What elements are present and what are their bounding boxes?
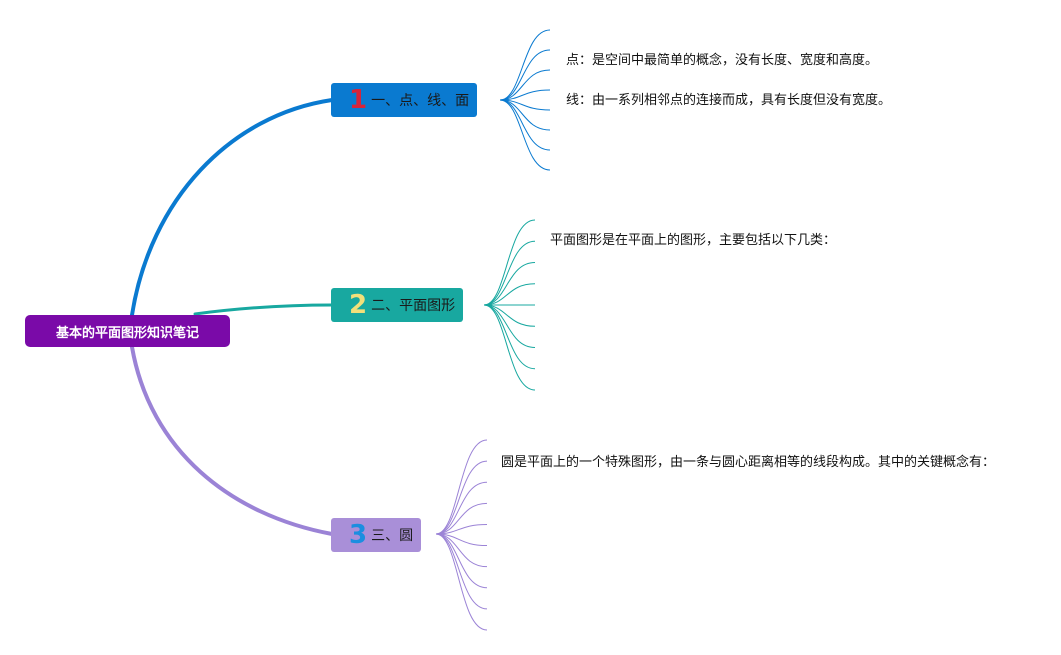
leaf-connector [435,439,488,535]
root-topic[interactable]: 基本的平面图形知识笔记 [25,315,230,347]
leaf-fan-branch-2 [483,219,536,391]
leaf-connector [499,99,551,151]
branch-topic-3[interactable]: 3 三、圆 [331,518,422,552]
leaf-connector [483,283,536,306]
root-topic-label: 基本的平面图形知识笔记 [55,325,199,341]
leaf-connector [435,533,488,631]
leaf-connector [499,99,551,131]
branch-label-3: 三、圆 [371,528,414,544]
leaf-connector [499,89,551,101]
leaf-connector [435,533,488,568]
leaf-connector [435,481,488,535]
branch-topic-2[interactable]: 2 二、平面图形 [331,288,464,322]
connector-root-branch-1 [130,98,334,317]
leaf-circle[interactable]: 圆是平面上的一个特殊图形，由一条与圆心距离相等的线段构成。其中的关键概念有： [501,455,996,470]
leaf-line[interactable]: 线：由一系列相邻点的连接而成，具有长度但没有宽度。 [566,93,892,108]
branch-number-3: 3 [349,520,368,550]
branch-number-1: 1 [349,85,368,115]
leaf-connector [483,304,536,391]
leaf-fan-branch-1 [499,29,551,171]
leaf-connector [483,304,536,370]
branch-label-1: 一、点、线、面 [371,93,470,109]
branch-number-2: 2 [349,290,368,320]
leaf-connector [483,219,536,306]
connector-root-branch-3 [130,345,334,536]
leaf-connector [483,262,536,306]
leaf-connector [499,99,551,171]
leaf-connector [435,502,488,535]
leaf-point[interactable]: 点：是空间中最简单的概念，没有长度、宽度和高度。 [566,53,879,68]
leaf-connector [435,533,488,589]
leaf-plane-figures[interactable]: 平面图形是在平面上的图形，主要包括以下几类： [550,233,837,248]
leaf-connector [483,304,536,348]
branch-topic-1[interactable]: 1 一、点、线、面 [331,83,478,117]
leaf-connector [499,29,551,101]
connector-root-branch-2 [193,303,334,316]
leaf-connector [483,240,536,306]
leaf-connector [435,460,488,535]
leaf-connector [499,49,551,101]
branch-label-2: 二、平面图形 [371,298,456,314]
leaf-fan-branch-3 [435,439,488,631]
leaf-connector [499,69,551,101]
